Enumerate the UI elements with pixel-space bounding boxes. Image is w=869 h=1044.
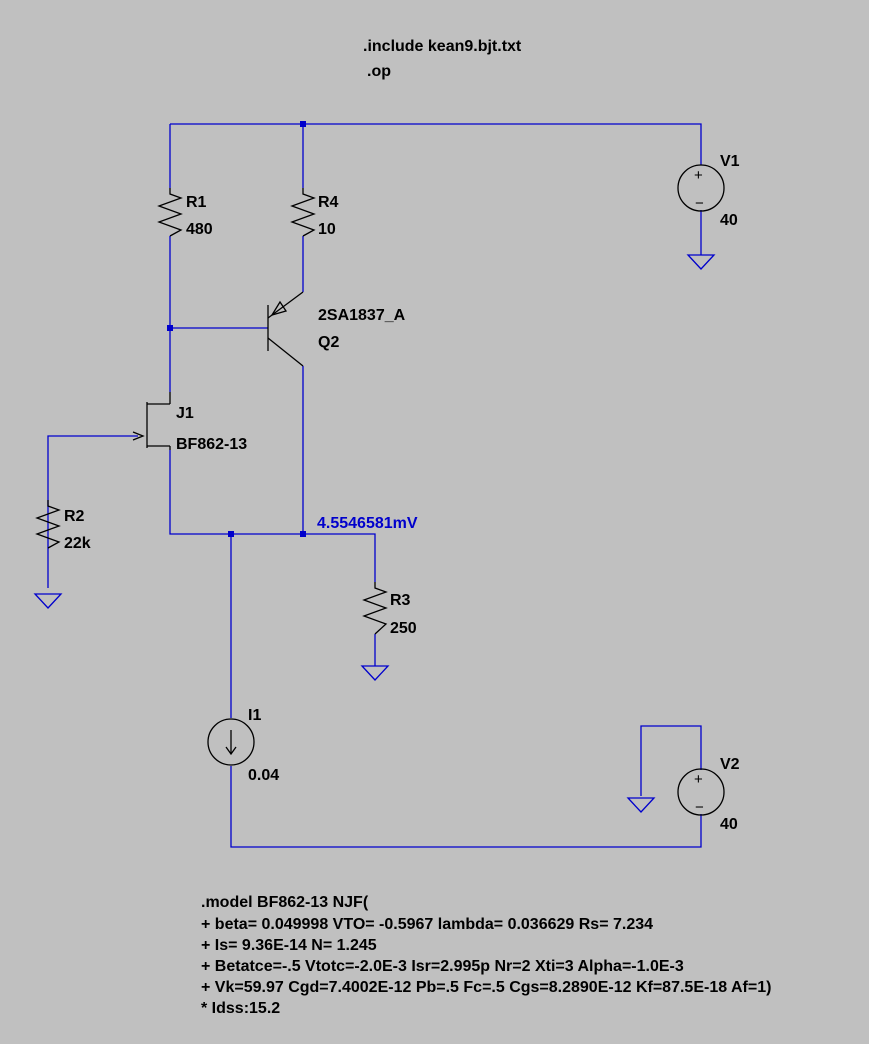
ground-v1 — [686, 254, 716, 270]
v2-plus-sign: + — [694, 771, 703, 788]
jfet-j1[interactable]: J1 BF862-13 — [132, 392, 247, 453]
junction-output — [300, 531, 306, 537]
node-voltage-label: 4.5546581mV — [317, 515, 418, 532]
i1-name: I1 — [248, 707, 261, 724]
i1-value: 0.04 — [248, 767, 279, 784]
model-line: + Betatce=-.5 Vtotc=-2.0E-3 Isr=2.995p N… — [201, 958, 684, 975]
model-line: + beta= 0.049998 VTO= -0.5967 lambda= 0.… — [201, 916, 653, 933]
v1-value: 40 — [720, 212, 738, 229]
wire-j1-gate — [47, 435, 138, 588]
j1-name: J1 — [176, 405, 194, 422]
junction-top — [300, 121, 306, 127]
j1-model: BF862-13 — [176, 436, 247, 453]
model-statement[interactable]: .model BF862-13 NJF( + beta= 0.049998 VT… — [201, 894, 771, 1017]
include-directive[interactable]: .include kean9.bjt.txt — [363, 38, 522, 55]
v1-minus-sign: − — [695, 195, 704, 212]
op-directive[interactable]: .op — [367, 63, 391, 80]
r2-name: R2 — [64, 508, 85, 525]
wire-i1-bottom — [230, 766, 702, 848]
v1-plus-sign: + — [694, 167, 703, 184]
q2-model: 2SA1837_A — [318, 307, 406, 324]
model-line: * Idss:15.2 — [201, 1000, 280, 1017]
ground-r3 — [360, 665, 390, 681]
wire-j1-source — [169, 450, 376, 582]
voltage-source-v2[interactable]: + − V2 40 — [677, 756, 740, 833]
v2-name: V2 — [720, 756, 740, 773]
resistor-r2[interactable]: R2 22k — [35, 500, 91, 552]
junction-i1 — [228, 531, 234, 537]
wires — [47, 123, 702, 848]
ground-r2 — [33, 593, 63, 609]
v1-name: V1 — [720, 153, 740, 170]
voltage-source-v1[interactable]: + − V1 40 — [677, 153, 740, 229]
v2-value: 40 — [720, 816, 738, 833]
model-line: .model BF862-13 NJF( — [201, 894, 369, 911]
resistor-r1[interactable]: R1 480 — [157, 188, 213, 238]
ground-v2 — [626, 797, 656, 813]
r1-value: 480 — [186, 221, 213, 238]
r2-value: 22k — [64, 535, 91, 552]
wire-top-rail — [170, 123, 702, 165]
r3-name: R3 — [390, 592, 411, 609]
resistor-r4[interactable]: R4 10 — [290, 188, 339, 238]
resistor-r3[interactable]: R3 250 — [362, 582, 417, 637]
v2-minus-sign: − — [695, 799, 704, 816]
r4-name: R4 — [318, 194, 339, 211]
junction-base — [167, 325, 173, 331]
q2-name: Q2 — [318, 334, 339, 351]
model-line: + Vk=59.97 Cgd=7.4002E-12 Pb=.5 Fc=.5 Cg… — [201, 979, 771, 996]
r4-value: 10 — [318, 221, 336, 238]
r1-name: R1 — [186, 194, 207, 211]
wire-v2-ground — [640, 725, 702, 796]
model-line: + Is= 9.36E-14 N= 1.245 — [201, 937, 377, 954]
transistor-q2[interactable]: 2SA1837_A Q2 — [267, 291, 406, 367]
r3-value: 250 — [390, 620, 417, 637]
current-source-i1[interactable]: I1 0.04 — [207, 707, 279, 784]
